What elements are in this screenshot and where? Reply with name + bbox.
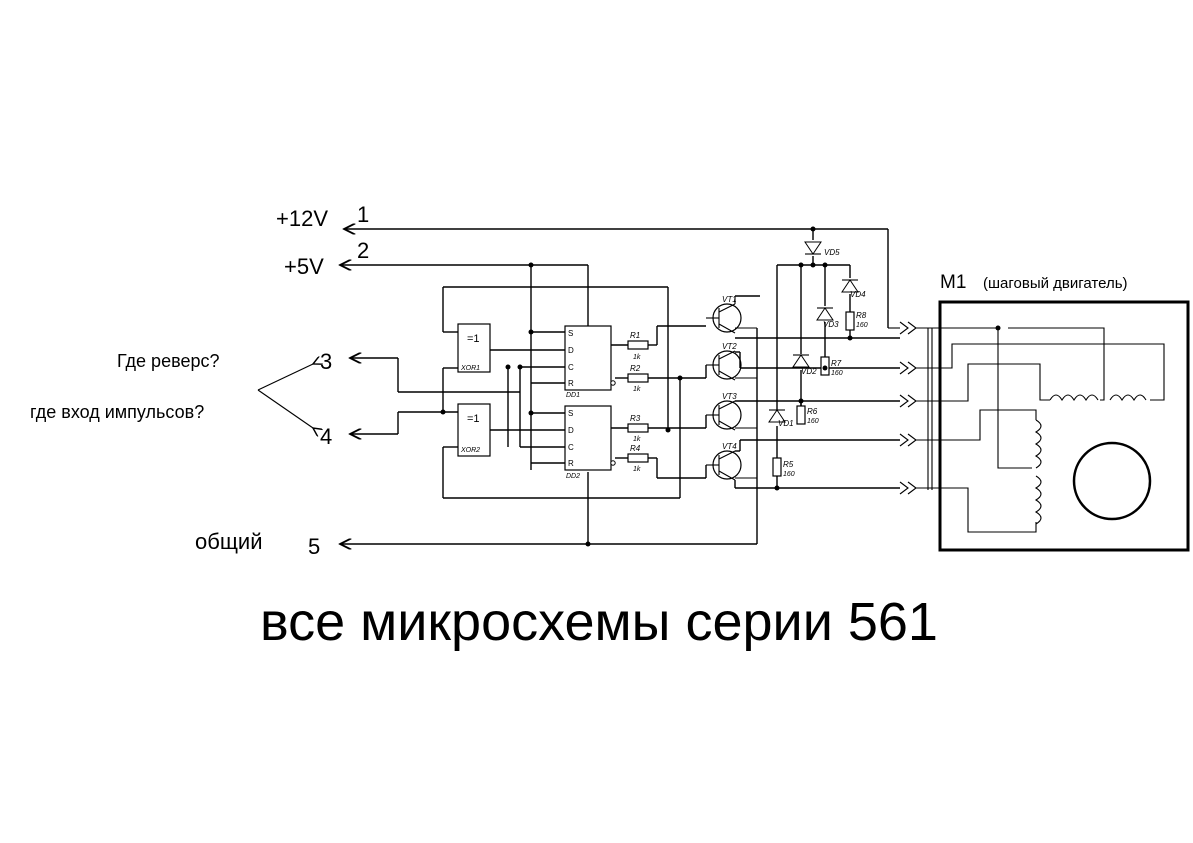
xor-2-ref: XOR2 — [460, 447, 480, 454]
dd1-pin-s: S — [568, 329, 573, 338]
dd2-pin-s: S — [568, 409, 573, 418]
terminal-3-number: 3 — [320, 349, 332, 374]
dd1-ref: DD1 — [566, 392, 580, 399]
vt2-ref: VT2 — [722, 342, 737, 351]
resistor-r3: R3 1k — [627, 414, 649, 443]
xor-2-symbol: =1 — [467, 413, 480, 425]
resistor-r2: R2 1k — [627, 364, 649, 393]
r4-ref: R4 — [630, 444, 641, 453]
r8-ref: R8 — [856, 311, 867, 320]
terminal-4-number: 4 — [320, 424, 332, 449]
vt3-ref: VT3 — [722, 392, 737, 401]
diode-vd3: VD3 — [816, 307, 839, 329]
dd1-pin-c: C — [568, 363, 574, 372]
base-wires — [611, 325, 707, 479]
resistor-r1: R1 1k — [627, 331, 649, 361]
dd2-pin-d: D — [568, 426, 574, 435]
flipflop-dd1: S D C R DD1 — [564, 325, 616, 399]
xor-1-ref: XOR1 — [460, 365, 480, 372]
resistor-r5: R5 160 — [772, 457, 795, 478]
terminal-5-name: общий — [195, 529, 263, 554]
dd2-pin-r: R — [568, 459, 574, 468]
footer-note: все микросхемы серии 561 — [260, 592, 938, 652]
terminal-2: +5V 2 — [284, 238, 369, 279]
r7-ref: R7 — [831, 359, 842, 368]
motor-description: (шаговый двигатель) — [983, 275, 1128, 292]
vd1-ref: VD1 — [778, 419, 794, 428]
xor-1-symbol: =1 — [467, 333, 480, 345]
r1-ref: R1 — [630, 331, 640, 340]
terminal-5-number: 5 — [308, 534, 320, 559]
dd2-ref: DD2 — [566, 473, 580, 480]
resistor-r4: R4 1k — [627, 444, 649, 473]
terminal-5: общий 5 — [195, 529, 320, 559]
r7-value: 160 — [831, 370, 843, 377]
vd3-ref: VD3 — [823, 320, 839, 329]
vd5-ref: VD5 — [824, 248, 840, 257]
transistor-vt2: VT2 — [706, 342, 757, 381]
terminal-1-voltage: +12V — [276, 206, 328, 231]
transistor-vt1: VT1 — [706, 295, 757, 334]
dd2-pin-c: C — [568, 443, 574, 452]
r1-value: 1k — [633, 354, 641, 361]
junction-dots — [440, 226, 1001, 547]
r3-value: 1k — [633, 436, 641, 443]
resistor-r6: R6 160 — [796, 405, 819, 425]
xor-gate-1: =1 XOR1 — [457, 323, 491, 373]
transistor-vt3: VT3 — [706, 392, 757, 431]
r8-value: 160 — [856, 322, 868, 329]
question-reverse: Где реверс? — [117, 351, 219, 371]
vd2-ref: VD2 — [801, 367, 817, 376]
xor-gate-2: =1 XOR2 — [457, 403, 491, 457]
r4-value: 1k — [633, 466, 641, 473]
power-wires — [340, 229, 889, 544]
motor-connector — [888, 321, 940, 495]
diode-vd1: VD1 — [768, 409, 794, 428]
motor-m1: M1 (шаговый двигатель) — [938, 272, 1190, 552]
r5-ref: R5 — [783, 460, 794, 469]
transistor-vt4: VT4 — [706, 442, 757, 481]
r6-value: 160 — [807, 418, 819, 425]
vt4-ref: VT4 — [722, 442, 737, 451]
r3-ref: R3 — [630, 414, 641, 423]
diode-vd2: VD2 — [792, 354, 817, 376]
feedback-wires — [442, 286, 681, 499]
r5-value: 160 — [783, 471, 795, 478]
terminal-2-number: 2 — [357, 238, 369, 263]
flipflop-dd2: S D C R DD2 — [564, 405, 616, 480]
question-arrows — [257, 364, 313, 428]
resistor-r8: R8 160 — [845, 311, 868, 331]
r2-value: 1k — [633, 386, 641, 393]
vt1-ref: VT1 — [722, 295, 737, 304]
dd1-pin-d: D — [568, 346, 574, 355]
vd4-ref: VD4 — [850, 290, 866, 299]
dd1-pin-r: R — [568, 379, 574, 388]
terminal-1: +12V 1 — [276, 202, 369, 231]
r2-ref: R2 — [630, 364, 641, 373]
diode-vd5: VD5 — [804, 241, 840, 257]
terminal-1-number: 1 — [357, 202, 369, 227]
collector-wires — [734, 295, 900, 489]
question-pulse-input: где вход импульсов? — [30, 402, 204, 422]
r6-ref: R6 — [807, 407, 818, 416]
diode-vd4: VD4 — [841, 279, 866, 299]
motor-ref: M1 — [940, 272, 966, 293]
terminal-2-voltage: +5V — [284, 254, 324, 279]
